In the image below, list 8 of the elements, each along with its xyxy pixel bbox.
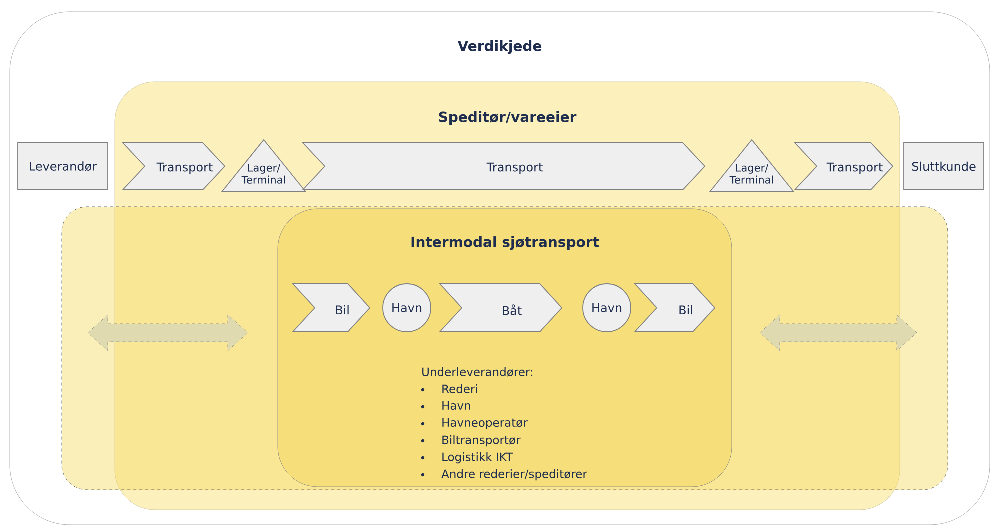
- chevron-step: Bil: [292, 284, 371, 332]
- chevron-step: Båt: [438, 284, 563, 332]
- chevron-step: Transport: [122, 142, 226, 190]
- chevron-step: Transport: [794, 142, 894, 190]
- chevron-step: Bil: [634, 284, 716, 332]
- dashed-box: [62, 206, 948, 490]
- process-box: Sluttkunde: [904, 142, 984, 190]
- process-box: Leverandør: [18, 142, 108, 190]
